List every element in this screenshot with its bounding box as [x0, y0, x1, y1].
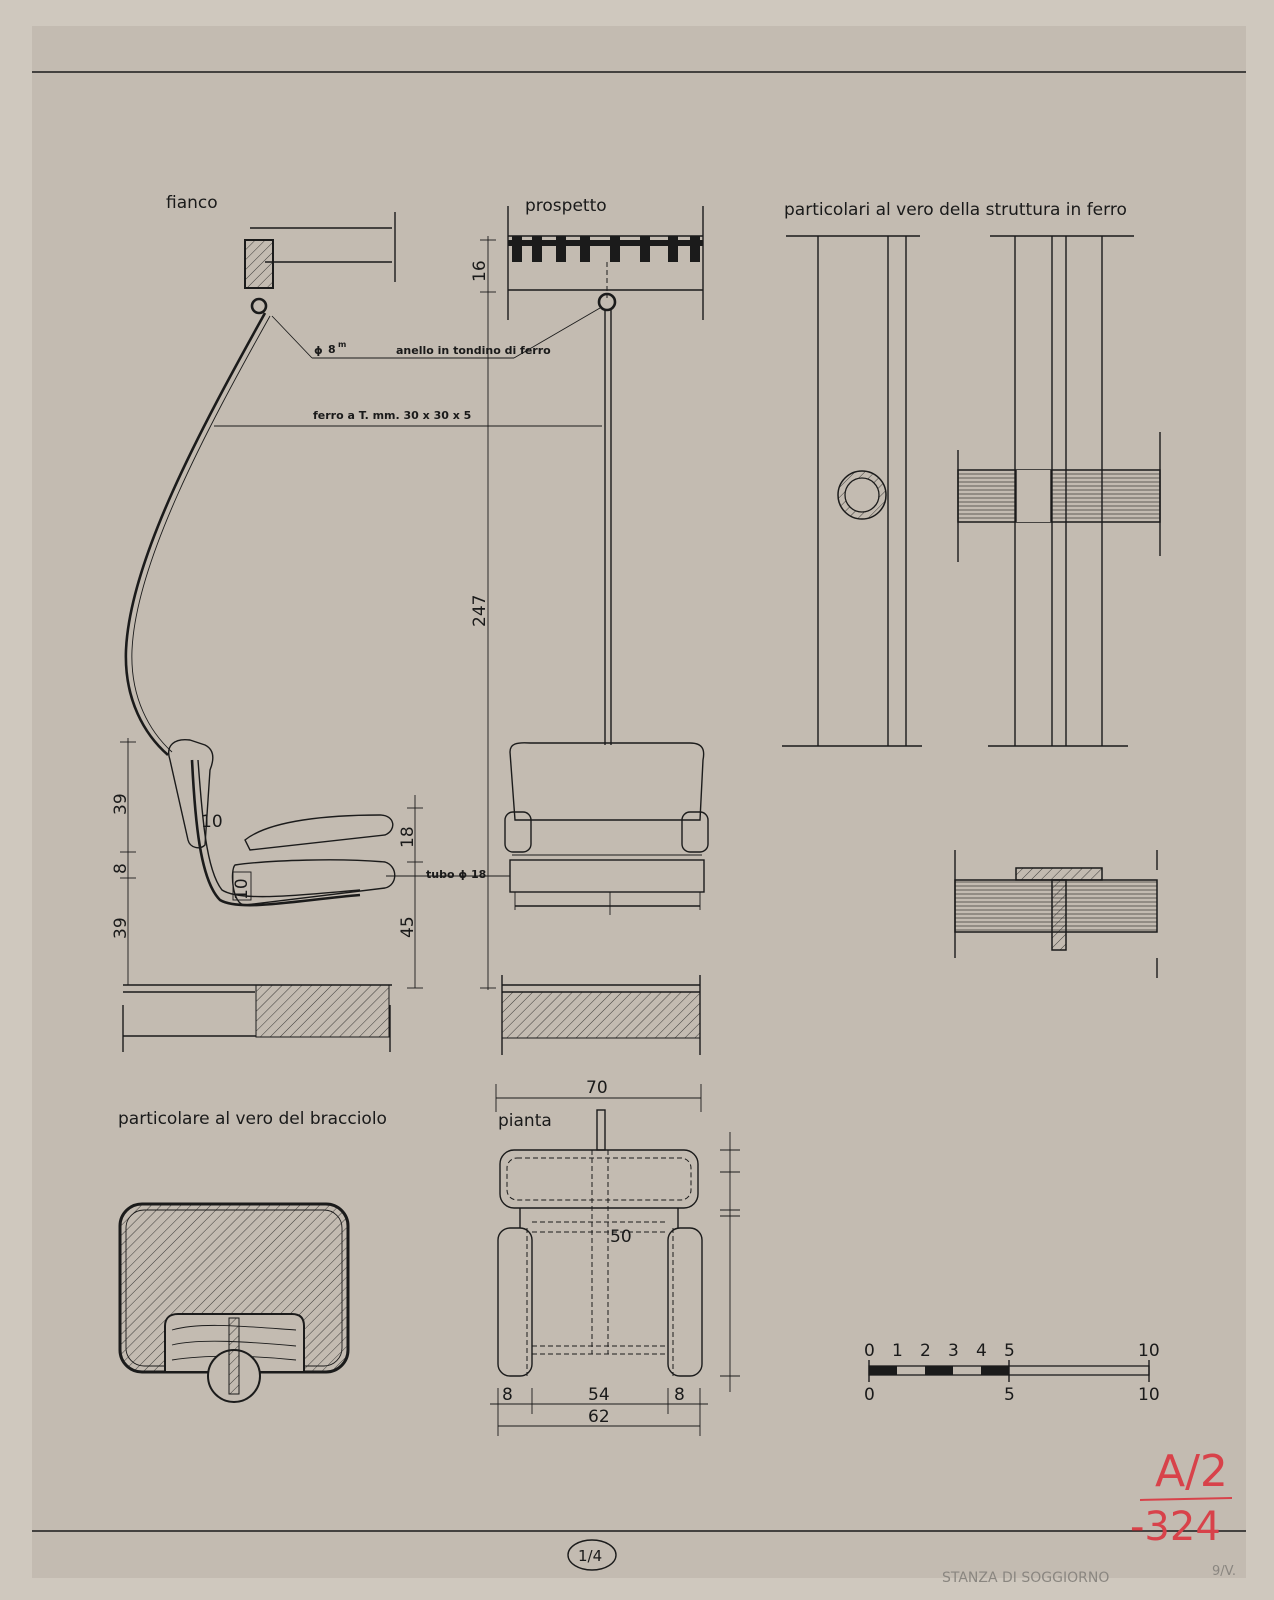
- dim-45: 45: [398, 916, 418, 938]
- page-number: 1/4: [578, 1547, 602, 1565]
- ring-diameter: 8: [328, 343, 336, 356]
- tbar-label: ferro a T. mm. 30 x 30 x 5: [313, 409, 471, 422]
- side-view: 10 10 39 8 39 18 45: [111, 212, 423, 1052]
- archive-stamp: A/2 -324: [1130, 1446, 1233, 1550]
- dim-39-a: 39: [111, 793, 131, 815]
- dim-54: 54: [588, 1385, 610, 1405]
- title-details: particolari al vero della struttura in f…: [784, 200, 1127, 220]
- stamp-line-1: A/2: [1155, 1446, 1228, 1497]
- iron-details: [782, 235, 1161, 978]
- room-label: STANZA DI SOGGIORNO: [942, 1570, 1109, 1586]
- title-armrest: particolare al vero del bracciolo: [118, 1109, 387, 1129]
- ring-label: anello in tondino di ferro: [396, 344, 551, 357]
- dim-39-b: 39: [111, 917, 131, 939]
- scale-top-2: 2: [920, 1341, 931, 1361]
- annotations: ϕ 8 m anello in tondino di ferro ferro a…: [214, 307, 602, 881]
- dim-62: 62: [588, 1407, 610, 1427]
- dim-70: 70: [586, 1078, 608, 1098]
- scale-bottom-10: 10: [1138, 1385, 1160, 1405]
- scale-bottom-5: 5: [1004, 1385, 1015, 1405]
- initials: 9/V.: [1212, 1564, 1236, 1579]
- front-view: 16 247: [470, 206, 709, 1055]
- dim-247: 247: [470, 595, 490, 627]
- title-plan: pianta: [498, 1111, 552, 1131]
- scale-bottom-0: 0: [864, 1385, 875, 1405]
- armrest-detail: [118, 1202, 350, 1403]
- scale-top-3: 3: [948, 1341, 959, 1361]
- scale-top-0: 0: [864, 1341, 875, 1361]
- dim-8-left: 8: [502, 1385, 513, 1405]
- ring-unit: m: [338, 340, 346, 349]
- dim-18: 18: [398, 826, 418, 848]
- scale-top-1: 1: [892, 1341, 903, 1361]
- title-front: prospetto: [525, 196, 607, 216]
- dim-50: 50: [610, 1227, 632, 1247]
- dim-10-b: 10: [232, 878, 252, 900]
- dim-8-right: 8: [674, 1385, 685, 1405]
- stamp-line-2: -324: [1130, 1504, 1221, 1550]
- plan-view: 70 50 8 54 8 62: [490, 1078, 740, 1436]
- dim-10-a: 10: [201, 812, 223, 832]
- dim-16: 16: [470, 260, 490, 282]
- scale-top-10: 10: [1138, 1341, 1160, 1361]
- dim-8: 8: [111, 863, 131, 874]
- tube-label: tubo ϕ 18: [426, 868, 486, 881]
- scale-top-4: 4: [976, 1341, 987, 1361]
- svg-text:ϕ: ϕ: [314, 344, 323, 357]
- title-side: fianco: [166, 193, 218, 213]
- scale-bar: 0 1 2 3 4 5 10 0 5 10: [864, 1341, 1160, 1405]
- scale-top-5: 5: [1004, 1341, 1015, 1361]
- footer: 1/4 STANZA DI SOGGIORNO 9/V.: [567, 1539, 1236, 1586]
